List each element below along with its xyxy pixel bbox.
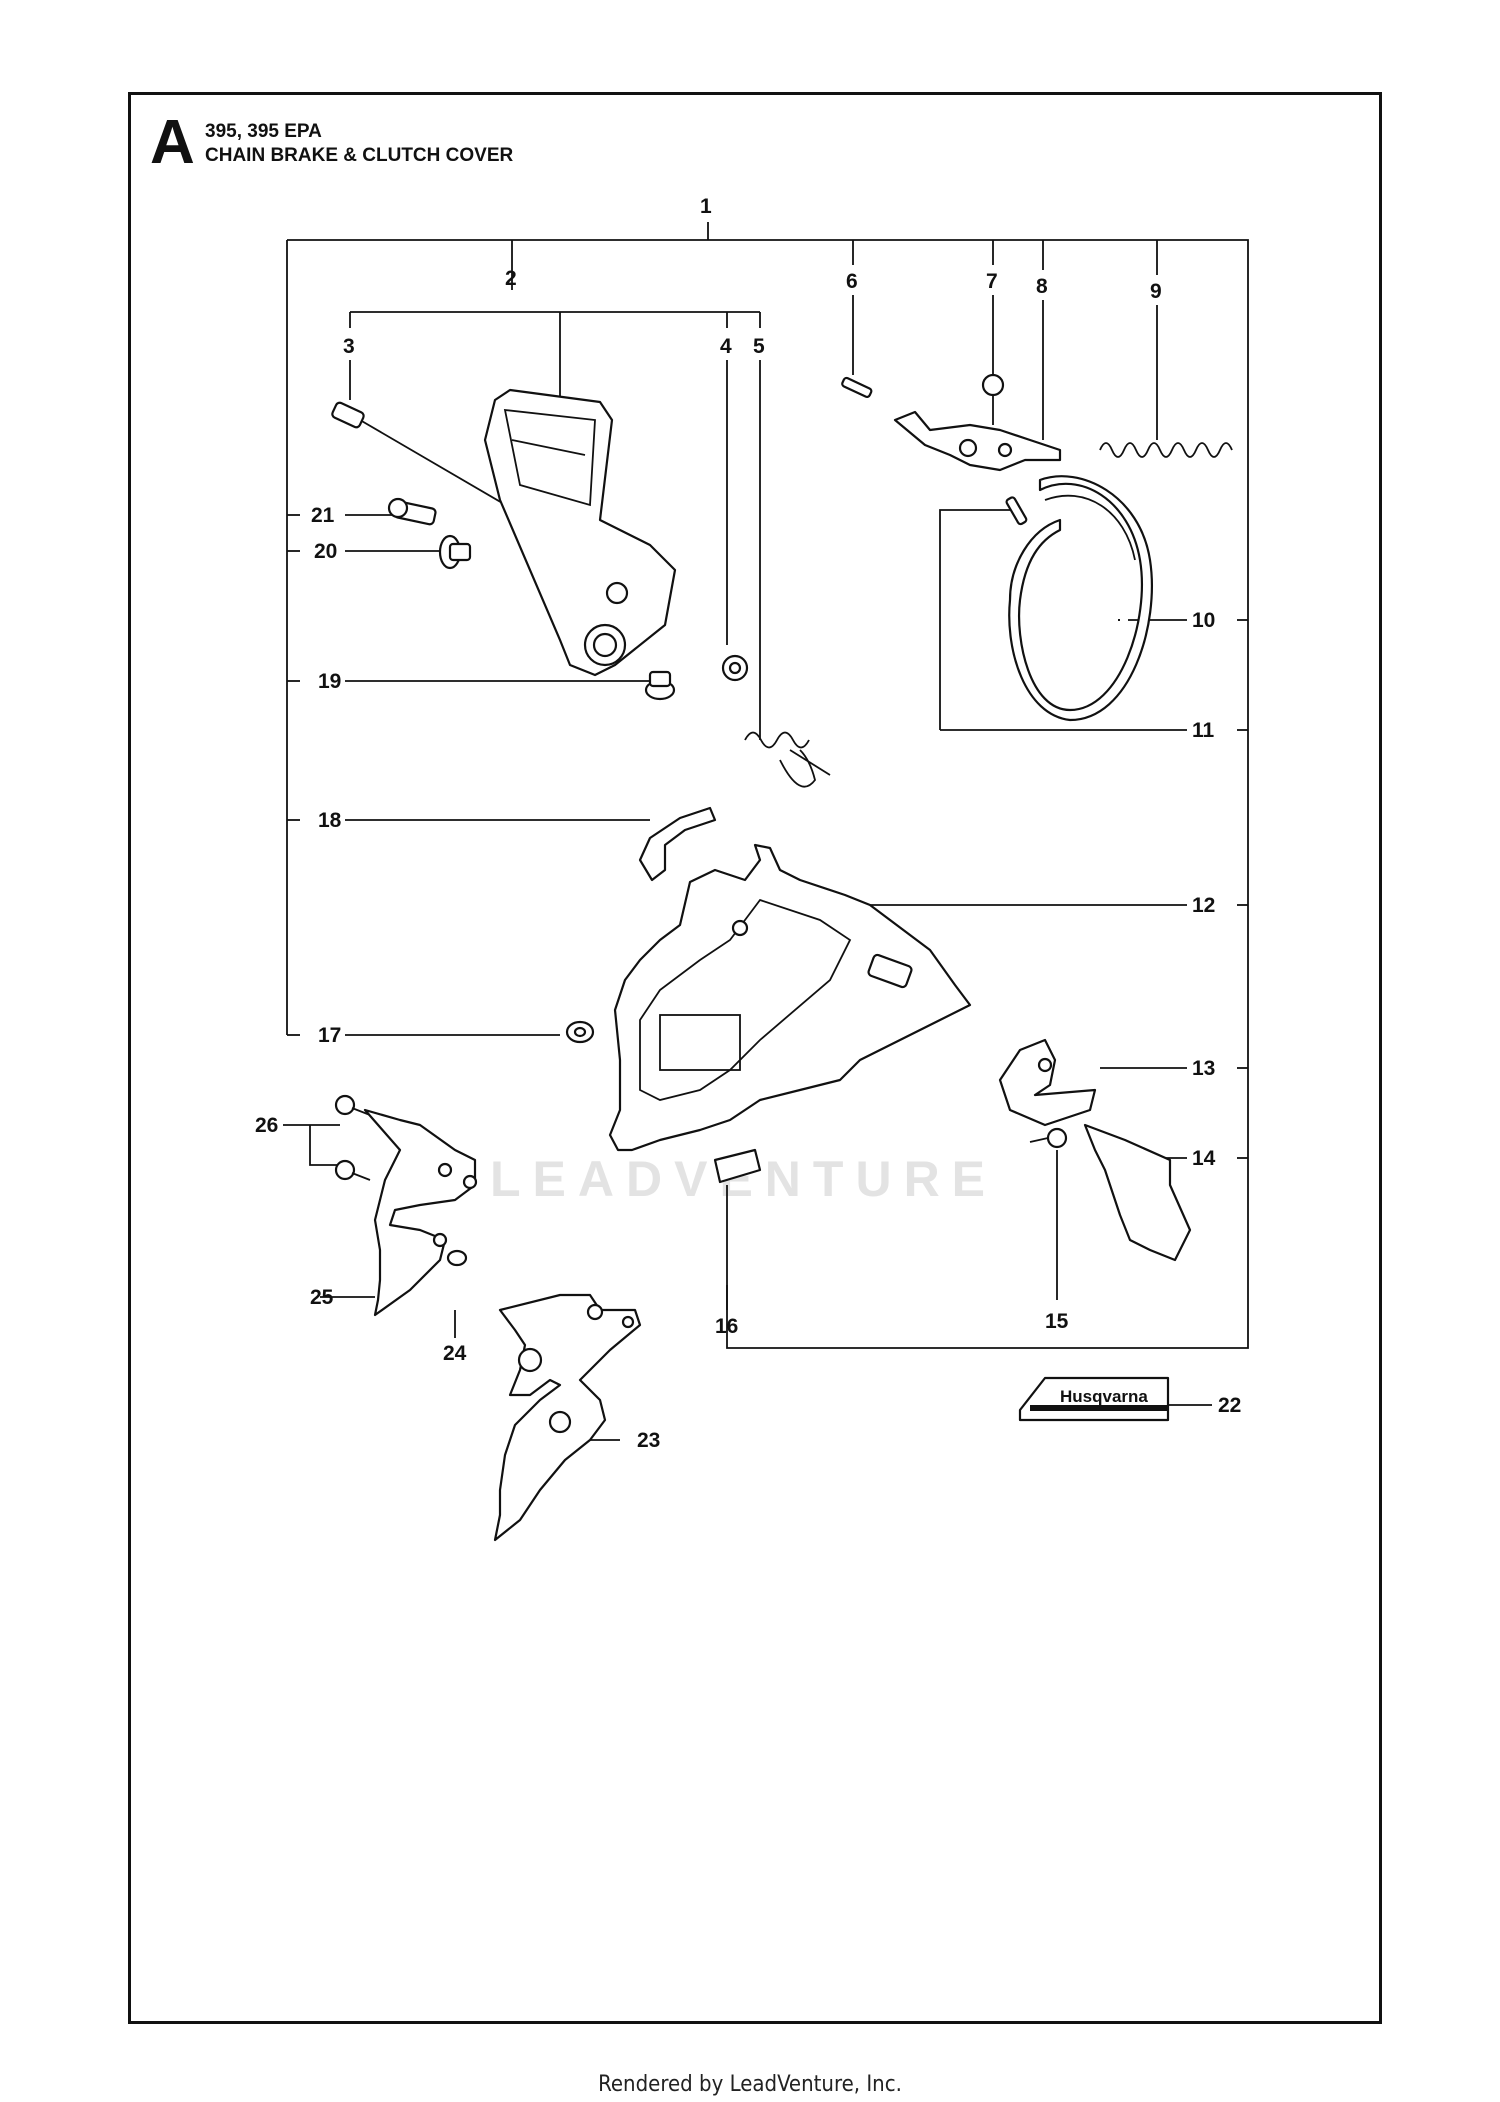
part-bushing-19	[644, 670, 676, 701]
callout-4: 4	[720, 335, 732, 358]
callout-2: 2	[505, 267, 517, 290]
part-pad-16	[713, 1148, 762, 1184]
part-spring-9	[1099, 442, 1233, 458]
part-spike-25	[363, 1108, 478, 1317]
callout-22: 22	[1218, 1394, 1241, 1417]
title-block: 395, 395 EPA CHAIN BRAKE & CLUTCH COVER	[205, 120, 513, 168]
callout-25: 25	[310, 1286, 334, 1309]
callout-19: 19	[318, 670, 341, 693]
callout-12: 12	[1192, 894, 1215, 917]
callout-10: 10	[1192, 609, 1215, 632]
callout-1: 1	[700, 195, 712, 218]
part-bolt-21	[387, 497, 437, 526]
callout-16: 16	[715, 1315, 738, 1338]
callout-18: 18	[318, 809, 342, 832]
part-bolt-3	[331, 401, 365, 429]
callout-9: 9	[1150, 280, 1162, 303]
part-bushing-20	[438, 534, 472, 570]
part-pin-6	[841, 376, 873, 398]
part-clip-4	[721, 654, 749, 682]
part-screw-15	[1029, 1127, 1068, 1149]
diagram-frame	[128, 92, 1382, 2024]
part-screws-26	[334, 1094, 371, 1181]
part-guard-14	[1083, 1123, 1192, 1262]
decal-text: Husqvarna	[1060, 1387, 1148, 1406]
part-nut-24	[446, 1249, 468, 1267]
leader-lines	[283, 295, 1212, 1441]
footer-credit: Rendered by LeadVenture, Inc.	[598, 2072, 902, 2097]
callout-14: 14	[1192, 1147, 1216, 1170]
callout-3: 3	[343, 335, 355, 358]
callout-6: 6	[846, 270, 858, 293]
callout-13: 13	[1192, 1057, 1215, 1080]
model-label: 395, 395 EPA	[205, 121, 322, 142]
part-lever-8	[893, 410, 1062, 472]
callout-23: 23	[637, 1429, 660, 1452]
callout-21: 21	[311, 504, 335, 527]
part-decal-22: Husqvarna	[1018, 1376, 1170, 1422]
callout-24: 24	[443, 1342, 467, 1365]
part-spike-23	[493, 1293, 642, 1542]
part-spring-5	[744, 731, 831, 788]
part-nut-17	[565, 1020, 595, 1044]
part-brake-band-10	[1008, 475, 1153, 722]
part-guard	[483, 388, 677, 677]
part-clutch-cover-12	[608, 843, 972, 1152]
part-screw-7	[981, 373, 1005, 425]
callout-15: 15	[1045, 1310, 1069, 1333]
part-plate-13	[998, 1038, 1097, 1127]
callout-7: 7	[986, 270, 998, 293]
callout-26: 26	[255, 1114, 278, 1137]
callout-11: 11	[1192, 719, 1215, 742]
callout-17: 17	[318, 1024, 341, 1047]
page-title: CHAIN BRAKE & CLUTCH COVER	[205, 145, 514, 166]
callout-5: 5	[753, 335, 765, 358]
part-pin-11	[1005, 496, 1028, 526]
part-clip-18	[638, 806, 717, 882]
assembly-bracket	[286, 222, 1249, 1349]
section-letter: A	[150, 108, 195, 177]
callout-8: 8	[1036, 275, 1048, 298]
callout-labels: 1 2 3 4 5 6 7 8 9 10 11 12 13 14 15 16 1…	[255, 195, 1241, 1452]
callout-20: 20	[314, 540, 337, 563]
